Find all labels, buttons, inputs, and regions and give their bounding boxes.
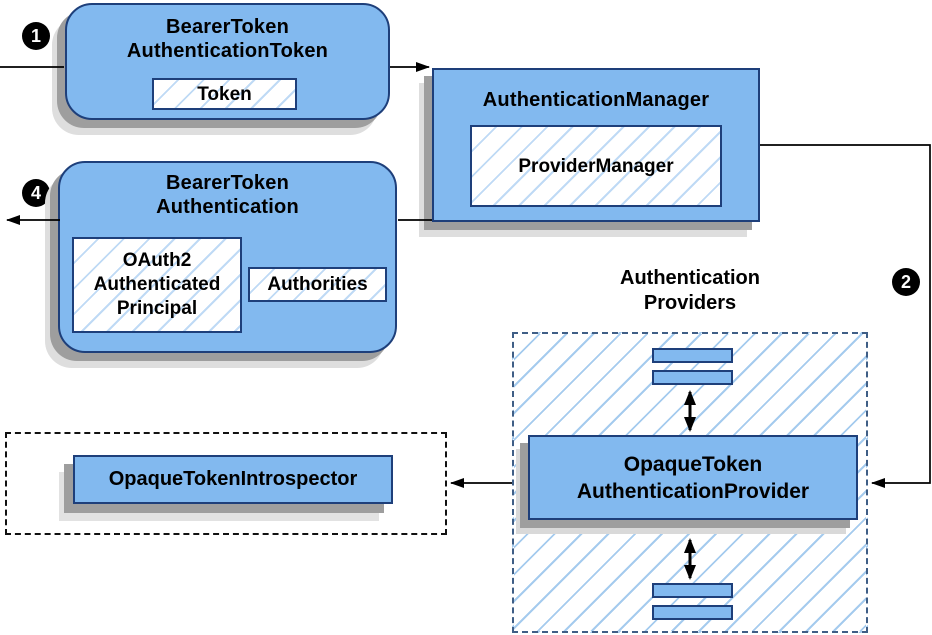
opaque-token-authentication-provider-title: OpaqueToken AuthenticationProvider [576, 452, 810, 503]
node-opaque-token-introspector: OpaqueTokenIntrospector [73, 455, 393, 504]
opaque-token-introspector-title: OpaqueTokenIntrospector [108, 468, 358, 490]
provider-placeholder-bar-bottom-1 [652, 583, 733, 598]
authentication-providers-container: OpaqueToken AuthenticationProvider [512, 332, 868, 633]
step-4-number: 4 [30, 183, 41, 203]
node-authentication-manager: AuthenticationManager ProviderManager [432, 68, 760, 222]
authentication-providers-title: Authentication Providers [620, 267, 760, 314]
provider-placeholder-bar-top-2 [652, 370, 733, 385]
token-inner-box: Token [152, 78, 297, 110]
opaque-token-introspector-container: OpaqueTokenIntrospector [5, 432, 447, 535]
node-opaque-token-authentication-provider: OpaqueToken AuthenticationProvider [528, 435, 858, 520]
step-2-number: 2 [900, 272, 911, 292]
step-4-badge: 4 [22, 179, 50, 207]
oauth2-authenticated-principal-label: OAuth2 Authenticated Principal [93, 250, 221, 319]
authentication-manager-title: AuthenticationManager [482, 89, 710, 111]
provider-manager-label: ProviderManager [518, 155, 674, 177]
bearer-token-authentication-token-title: BearerToken AuthenticationToken [126, 16, 329, 62]
bearer-token-authentication-title: BearerToken Authentication [156, 172, 299, 218]
authorities-inner-box: Authorities [248, 267, 387, 302]
step-1-number: 1 [30, 26, 41, 46]
node-bearer-token-authentication: BearerToken Authentication OAuth2 Authen… [58, 161, 397, 353]
oauth2-authenticated-principal-inner-box: OAuth2 Authenticated Principal [72, 237, 242, 333]
node-bearer-token-authentication-token: BearerToken AuthenticationToken Token [65, 3, 390, 120]
provider-placeholder-bar-bottom-2 [652, 605, 733, 620]
authorities-label: Authorities [267, 274, 368, 295]
step-1-badge: 1 [22, 22, 50, 50]
step-2-badge: 2 [892, 268, 920, 296]
provider-placeholder-bar-top-1 [652, 348, 733, 363]
provider-manager-inner-box: ProviderManager [470, 125, 722, 207]
token-label: Token [197, 83, 252, 105]
